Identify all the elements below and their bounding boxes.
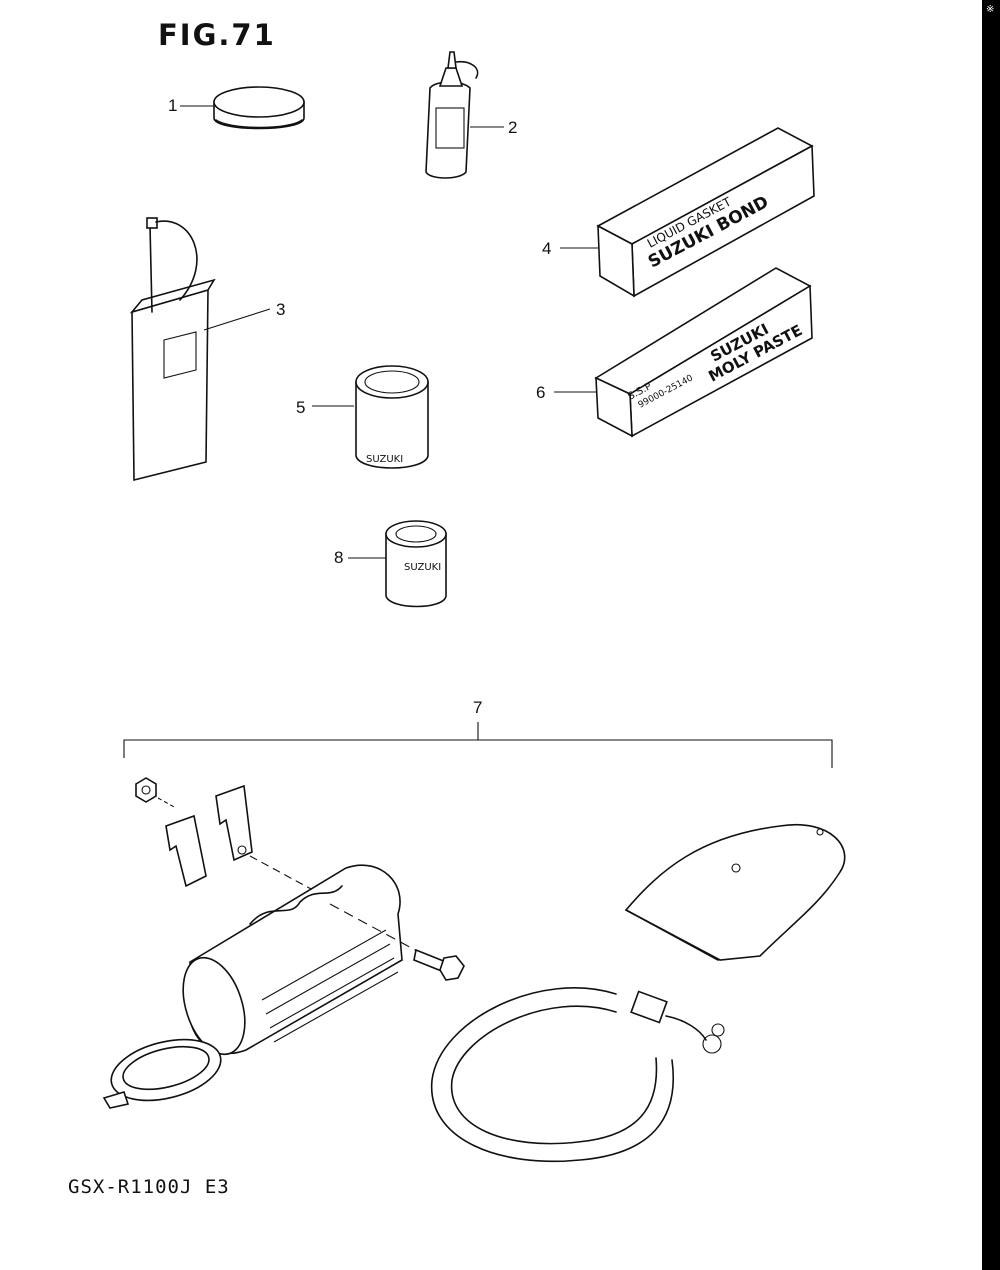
tin-rim [215,119,303,129]
lock-cable-inner [450,1005,658,1145]
grease-can-text: SUZUKI [366,454,403,465]
can-handle [155,220,198,301]
bolt-guide [329,903,431,959]
ring-gasket-inner [122,1045,210,1091]
callout-7: 7 [473,698,483,717]
tool-bag-snap [816,828,824,836]
callout-8: 8 [334,548,344,567]
nut-hole [141,785,151,795]
ring-gasket-tab [102,1091,130,1109]
small-tin-body [385,533,447,608]
scan-edge-bar [982,0,1000,1270]
callout-3: 3 [276,300,286,319]
can-front [131,288,209,482]
part-4-suzuki-bond-box: LIQUID GASKET SUZUKI BOND [560,127,815,298]
lock-cable-padlock [630,990,668,1024]
corner-mark: ※ [986,4,995,15]
grease-can-opening [364,370,420,394]
part-5-grease-can: SUZUKI [312,365,429,469]
part-2-oil-bottle [425,51,504,179]
tool-case-end [182,956,246,1056]
lock-cable-ring [702,1034,722,1054]
model-code: GSX-R1100J E3 [68,1176,230,1198]
lock-cable-chain [665,1015,707,1041]
callout-2: 2 [508,118,518,137]
tool-bag-button [731,863,741,873]
tool-bag-fold [625,909,719,961]
part-1-grease-tin [180,86,305,130]
tool-case-ribs [261,929,399,1043]
clip-left [165,814,207,888]
can-spout-cap [146,217,158,229]
can-spout [149,225,153,313]
callout-5: 5 [296,398,306,417]
grease-can-body [355,381,429,469]
part-8-small-tin: SUZUKI [348,520,447,608]
bracket-line [123,739,833,768]
tool-case-strap [249,885,343,925]
tin-top [213,86,305,118]
lock-cable-link [711,1023,725,1037]
bottle-label [435,107,465,149]
paste-box-end [595,376,633,438]
lock-cable-outer [431,987,674,1163]
bottle-cap-strap [455,60,479,79]
bottle-nozzle [447,51,457,69]
clip-hole [237,845,247,855]
part-7-tool-kit-group [102,722,846,1163]
bolt-head [439,955,465,981]
clip-right [215,784,253,862]
can-label [163,331,197,379]
small-tin-top [385,520,447,548]
bottle-shoulder [438,67,464,87]
part-6-moly-paste-box: SUZUKI MOLY PASTE S.S.P 99000-25140 [554,267,813,438]
bottle-body [425,81,471,179]
small-tin-text: SUZUKI [404,562,441,573]
part-3-tall-can [129,217,271,482]
leader-line-3 [203,308,271,331]
callout-1: 1 [168,96,178,115]
figure-title: FIG.71 [158,18,276,52]
nut-guide [157,797,177,809]
nut [135,777,157,803]
tool-bag [624,823,846,961]
callout-4: 4 [542,239,552,258]
bond-box-end [597,224,635,298]
small-tin-ring [395,525,437,543]
callout-6: 6 [536,383,546,402]
